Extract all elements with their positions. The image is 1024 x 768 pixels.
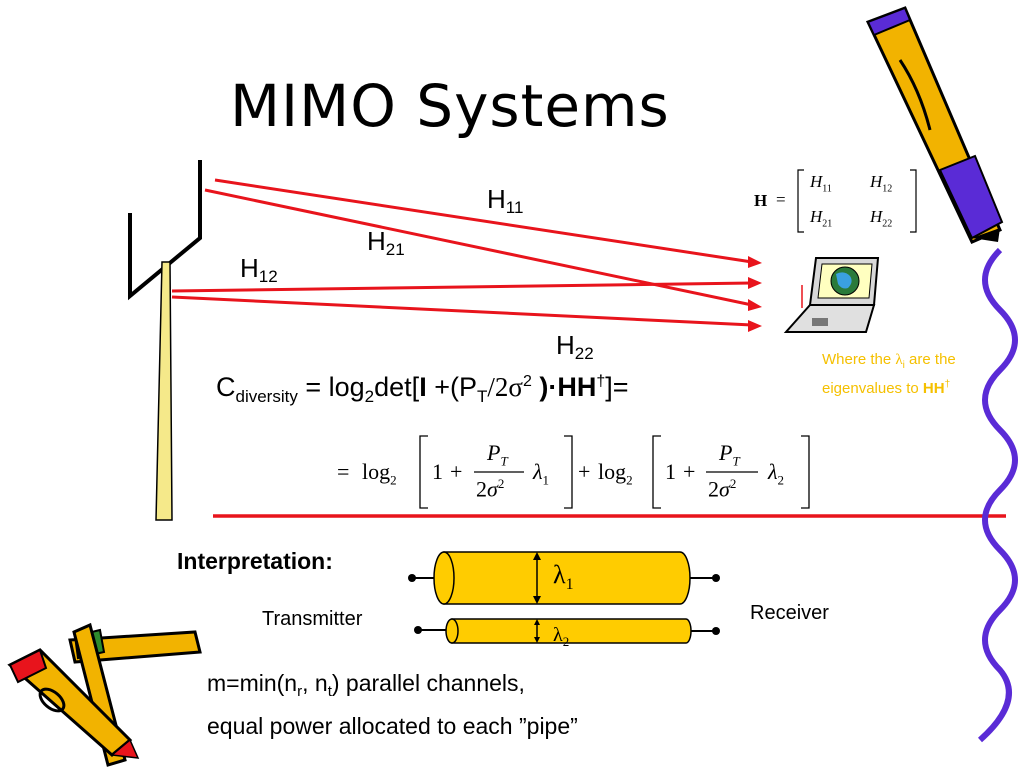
ray-h11 <box>214 178 753 264</box>
expansion-pt-1: PT <box>487 440 508 469</box>
expansion-brackets <box>419 435 810 509</box>
expansion-lambda-1: λ1 <box>533 459 550 488</box>
pipe-1 <box>408 551 720 605</box>
wavy-border-decoration <box>978 247 1018 743</box>
expansion-plus-mid: + <box>578 459 591 484</box>
expansion-plus-2: + <box>683 459 696 484</box>
matrix-h22: H22 <box>870 207 893 230</box>
expansion-one-1: 1 <box>432 459 443 484</box>
matrix-brackets <box>797 169 917 233</box>
channel-rays <box>171 178 753 327</box>
expansion-pt-2: PT <box>719 440 740 469</box>
antenna-tower-icon <box>128 160 202 521</box>
expansion-log-1: log2 <box>362 459 397 488</box>
transmitter-label: Transmitter <box>262 608 363 630</box>
parallel-channels-text: m=min(nr, nt) parallel channels, equal p… <box>207 670 578 739</box>
label-h11: H11 <box>487 184 524 217</box>
expansion-plus-1: + <box>450 459 463 484</box>
expansion-lambda-2: λ2 <box>768 459 785 488</box>
matrix-h12: H12 <box>870 172 893 195</box>
ray-h12 <box>171 281 753 293</box>
capacity-equation: Cdiversity = log2det[I +(PT/2σ2 )·HH†]= <box>216 372 629 406</box>
pipe2-lambda: λ2 <box>553 624 570 649</box>
expansion-den-1: 2σ2 <box>476 476 505 502</box>
label-h22: H22 <box>556 330 594 363</box>
laptop-globe-icon <box>783 257 880 333</box>
eigenvalue-note: Where the λi are the eigenvalues to HH† <box>822 351 956 397</box>
ray-h21 <box>204 188 753 307</box>
crayon-cluster-icon <box>7 622 202 767</box>
slide-title: MIMO Systems <box>230 72 670 140</box>
ray-arrowheads <box>748 256 762 332</box>
expansion-den-2: 2σ2 <box>708 476 737 502</box>
ray-h22 <box>171 295 753 327</box>
matrix-h21: H21 <box>810 207 833 230</box>
matrix-h11: H11 <box>810 172 832 195</box>
pencil-icon <box>865 6 1004 244</box>
expansion-log-2: log2 <box>598 459 633 488</box>
matrix-lhs: H <box>754 191 768 210</box>
label-h21: H21 <box>367 226 405 259</box>
expansion-one-2: 1 <box>665 459 676 484</box>
label-h12: H12 <box>240 253 278 286</box>
matrix-eq: = <box>776 190 786 209</box>
pipe1-lambda: λ1 <box>553 560 574 594</box>
pipe-2 <box>414 618 720 644</box>
expansion-eq-sign: = <box>337 459 350 484</box>
receiver-label: Receiver <box>750 602 829 624</box>
interpretation-heading: Interpretation: <box>177 548 333 574</box>
